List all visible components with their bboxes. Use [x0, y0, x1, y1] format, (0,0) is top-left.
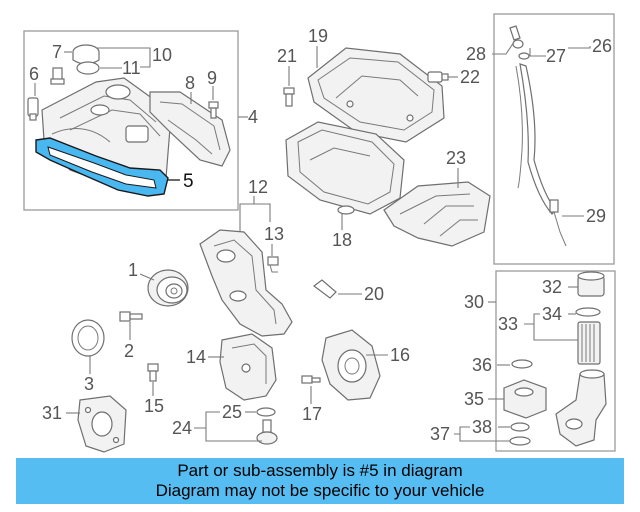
cover-bolt	[208, 101, 219, 119]
water-pump-bracket	[77, 395, 127, 453]
dipstick-clip-29	[549, 199, 567, 247]
callout-9: 9	[207, 68, 217, 88]
callout-28: 28	[466, 44, 486, 64]
dipstick-tube	[515, 63, 557, 215]
lower-timing-cover	[219, 333, 277, 401]
valve-cover-plug	[50, 67, 65, 85]
callout-8: 8	[185, 73, 195, 93]
callout-26: 26	[592, 36, 612, 56]
seal-37	[509, 436, 531, 446]
callout-15: 15	[144, 396, 164, 416]
bolt-17	[301, 375, 321, 384]
callout-22: 22	[460, 67, 480, 87]
callout-30: 30	[464, 292, 484, 312]
oil-pan-bolt	[283, 87, 295, 107]
timing-belt-cover	[199, 229, 293, 337]
callout-16: 16	[390, 345, 410, 365]
callout-20: 20	[364, 284, 384, 304]
callout-14: 14	[186, 347, 206, 367]
pulley-bolt	[119, 311, 143, 322]
callout-17: 17	[302, 404, 322, 424]
callout-33: 33	[498, 314, 518, 334]
callout-10: 10	[152, 45, 172, 65]
callout-7: 7	[52, 42, 62, 62]
callout-13: 13	[264, 224, 284, 244]
callout-19: 19	[308, 26, 328, 46]
callout-25: 25	[222, 402, 242, 422]
valve-cover-group-box	[23, 30, 239, 211]
banner-line-part-number: Part or sub-assembly is #5 in diagram	[177, 461, 463, 480]
mounting-plate	[321, 329, 381, 401]
callout-1: 1	[128, 260, 138, 280]
callout-3: 3	[84, 374, 94, 394]
small-gasket	[313, 279, 337, 299]
dipstick-group-box	[493, 13, 615, 265]
callout-35: 35	[464, 389, 484, 409]
oil-filter-cap	[577, 271, 605, 297]
callout-21: 21	[277, 46, 297, 66]
filter-cap-o-ring	[575, 307, 601, 317]
cover-bolt-15	[147, 363, 159, 382]
callout-12: 12	[248, 177, 268, 197]
oil-cooler	[503, 379, 547, 419]
oil-filter-group-box	[495, 270, 616, 452]
callout-37: 37	[430, 424, 450, 444]
pcv-valve	[27, 97, 39, 121]
valve-cover-gasket-highlighted	[35, 137, 169, 197]
oil-filler-cap	[72, 44, 100, 65]
oil-baffle	[383, 181, 491, 247]
dipstick-o-ring-27	[518, 52, 530, 60]
callout-31: 31	[42, 403, 62, 423]
callout-24: 24	[172, 418, 192, 438]
crankshaft-seal	[71, 319, 105, 357]
callout-18: 18	[332, 230, 352, 250]
callout-4: 4	[248, 107, 258, 127]
info-banner: Part or sub-assembly is #5 in diagram Di…	[16, 458, 624, 504]
crankshaft-pulley	[147, 269, 189, 307]
banner-line-disclaimer: Diagram may not be specific to your vehi…	[155, 481, 485, 500]
callout-27: 27	[546, 46, 566, 66]
callout-36: 36	[472, 355, 492, 375]
callout-23: 23	[446, 148, 466, 168]
seal-38	[510, 422, 530, 432]
sensor-seal	[256, 407, 276, 417]
callout-38: 38	[472, 417, 492, 437]
filter-housing	[555, 369, 607, 447]
callout-32: 32	[542, 277, 562, 297]
filler-cap-seal	[76, 61, 100, 75]
cover-clip	[267, 256, 279, 273]
callout-5-highlighted: 5	[183, 171, 194, 192]
oil-pressure-sensor	[256, 419, 278, 445]
callout-11: 11	[122, 58, 141, 78]
callout-6: 6	[29, 64, 39, 84]
drain-plug	[427, 71, 449, 83]
oil-filter-element	[577, 321, 601, 365]
callout-34: 34	[542, 304, 562, 324]
timing-cover-upper	[149, 91, 231, 167]
upper-oil-pan	[307, 47, 445, 143]
dipstick-handle	[509, 25, 524, 49]
callout-2: 2	[124, 341, 134, 361]
seal-36	[511, 359, 533, 369]
callout-29: 29	[586, 206, 606, 226]
